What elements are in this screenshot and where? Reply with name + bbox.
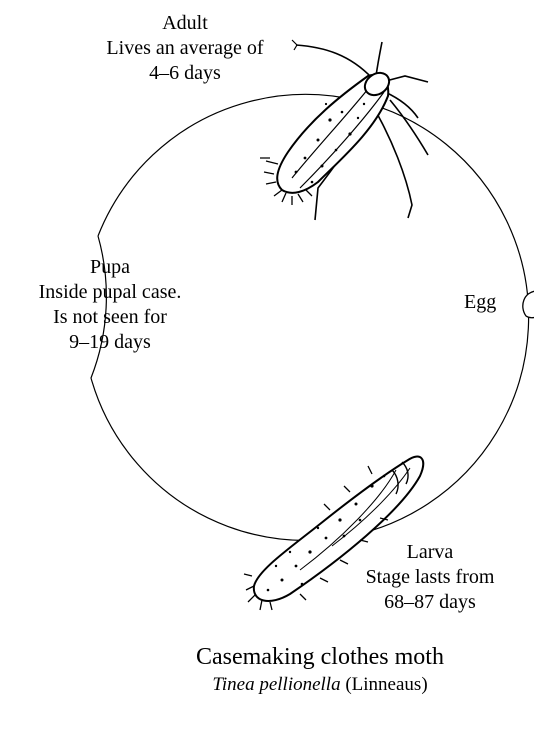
pupa-stage-line-2: Is not seen for	[0, 305, 220, 330]
adult-stage-line-2: 4–6 days	[60, 61, 310, 86]
egg-stage-label: Egg	[464, 290, 524, 315]
scientific-name-line: Tinea pellionella (Linneaus)	[130, 672, 510, 698]
larva-stage-line-2: 68–87 days	[345, 590, 515, 615]
adult-stage-name: Adult	[60, 11, 310, 36]
egg-stage-name: Egg	[464, 290, 524, 315]
larva-stage-name: Larva	[345, 540, 515, 565]
common-name: Casemaking clothes moth	[130, 642, 510, 672]
pupa-stage-name: Pupa	[0, 255, 220, 280]
scientific-name: Tinea pellionella	[212, 674, 340, 695]
larva-stage-label: Larva Stage lasts from 68–87 days	[345, 540, 515, 615]
figure-caption: Casemaking clothes moth Tinea pellionell…	[130, 642, 510, 698]
authority: (Linneaus)	[345, 674, 427, 695]
larva-stage-line-1: Stage lasts from	[345, 565, 515, 590]
adult-stage-label: Adult Lives an average of 4–6 days	[60, 11, 310, 86]
pupa-stage-label: Pupa Inside pupal case. Is not seen for …	[0, 255, 220, 355]
egg-illustration	[523, 291, 534, 318]
adult-stage-line-1: Lives an average of	[60, 36, 310, 61]
pupa-stage-line-1: Inside pupal case.	[0, 280, 220, 305]
pupa-stage-line-3: 9–19 days	[0, 330, 220, 355]
